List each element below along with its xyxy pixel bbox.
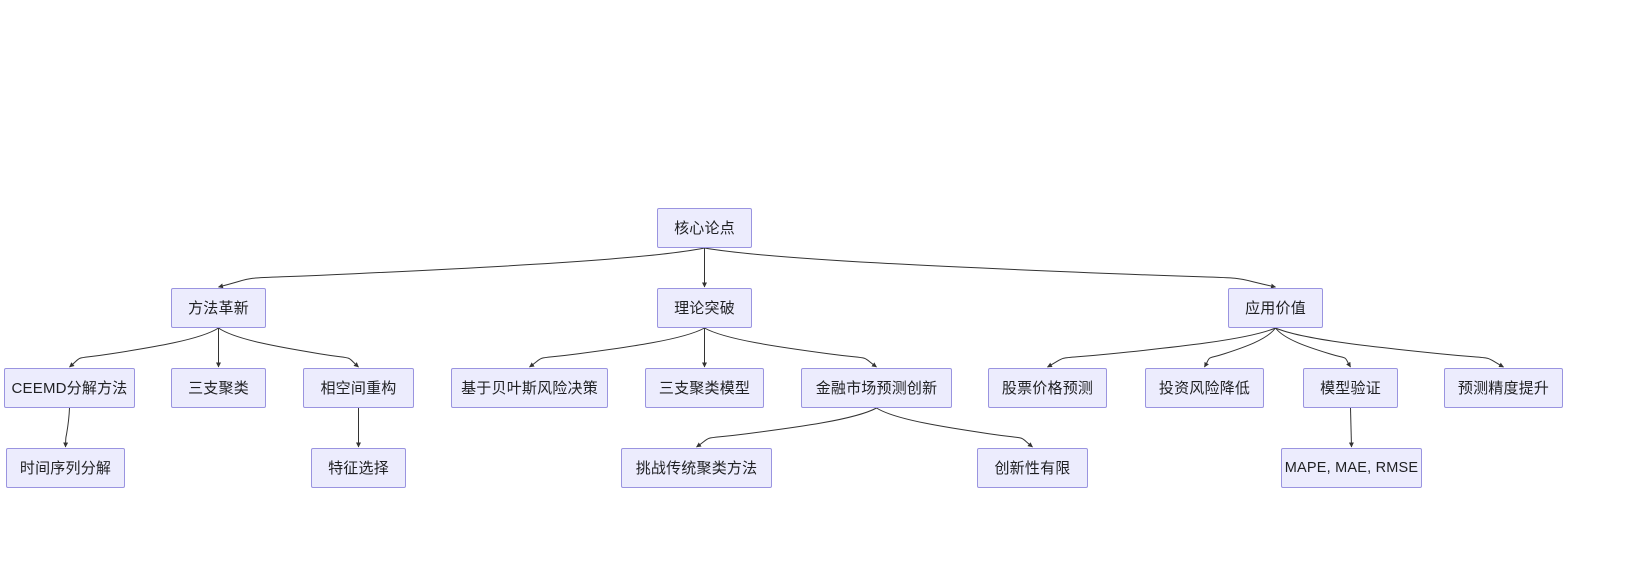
flowchart-edge [63, 407, 70, 448]
node-label: 相空间重构 [320, 379, 397, 397]
node-label: 预测精度提升 [1457, 379, 1550, 397]
flowchart-edge [1348, 407, 1354, 448]
flowchart-node[interactable]: 相空间重构 [303, 368, 414, 408]
node-label: 金融市场预测创新 [815, 379, 938, 397]
node-label: MAPE, MAE, RMSE [1284, 459, 1419, 476]
flowchart-node[interactable]: 方法革新 [171, 288, 266, 328]
node-label: 三支聚类 [188, 379, 249, 397]
flowchart-edge [1275, 327, 1504, 368]
flowchart-edge [1275, 327, 1351, 368]
flowchart-edge [876, 407, 1033, 448]
flowchart-edge [1047, 327, 1276, 368]
node-label: 应用价值 [1245, 299, 1306, 317]
node-label: 理论突破 [674, 299, 735, 317]
flowchart-node[interactable]: CEEMD分解方法 [4, 368, 135, 408]
flowchart-node[interactable]: 应用价值 [1228, 288, 1323, 328]
flowchart-node[interactable]: 基于贝叶斯风险决策 [451, 368, 608, 408]
node-label: 股票价格预测 [1001, 379, 1094, 397]
flowchart-edge [529, 327, 705, 368]
node-label: 核心论点 [674, 219, 735, 237]
flowchart-node[interactable]: 时间序列分解 [6, 448, 125, 488]
flowchart-node[interactable]: MAPE, MAE, RMSE [1281, 448, 1422, 488]
flowchart-node[interactable]: 预测精度提升 [1444, 368, 1563, 408]
node-label: 创新性有限 [994, 459, 1071, 477]
node-label: 投资风险降低 [1158, 379, 1251, 397]
flowchart-node[interactable]: 特征选择 [311, 448, 406, 488]
flowchart-edge [704, 247, 1276, 289]
flowchart-edge [69, 327, 219, 368]
edge-paths [63, 247, 1504, 448]
node-label: 时间序列分解 [19, 459, 112, 477]
flowchart-node[interactable]: 三支聚类 [171, 368, 266, 408]
flowchart-node[interactable]: 模型验证 [1303, 368, 1398, 408]
flowchart-edge [696, 407, 877, 448]
flowchart-node[interactable]: 三支聚类模型 [645, 368, 764, 408]
node-label: 基于贝叶斯风险决策 [461, 379, 598, 397]
node-label: 三支聚类模型 [658, 379, 751, 397]
flowchart-edge [1204, 327, 1276, 368]
node-label: 模型验证 [1320, 379, 1381, 397]
flowchart-edge [704, 327, 877, 368]
flowchart-node[interactable]: 股票价格预测 [988, 368, 1107, 408]
flowchart-node[interactable]: 投资风险降低 [1145, 368, 1264, 408]
flowchart-node[interactable]: 核心论点 [657, 208, 752, 248]
flowchart-node[interactable]: 挑战传统聚类方法 [621, 448, 772, 488]
node-label: 挑战传统聚类方法 [635, 459, 758, 477]
flowchart-edge [218, 247, 705, 289]
flowchart-node[interactable]: 创新性有限 [977, 448, 1088, 488]
node-label: CEEMD分解方法 [11, 379, 128, 397]
node-label: 特征选择 [328, 459, 389, 477]
flowchart-node[interactable]: 理论突破 [657, 288, 752, 328]
flowchart-edge [218, 327, 359, 368]
flowchart-node[interactable]: 金融市场预测创新 [801, 368, 952, 408]
node-label: 方法革新 [188, 299, 249, 317]
